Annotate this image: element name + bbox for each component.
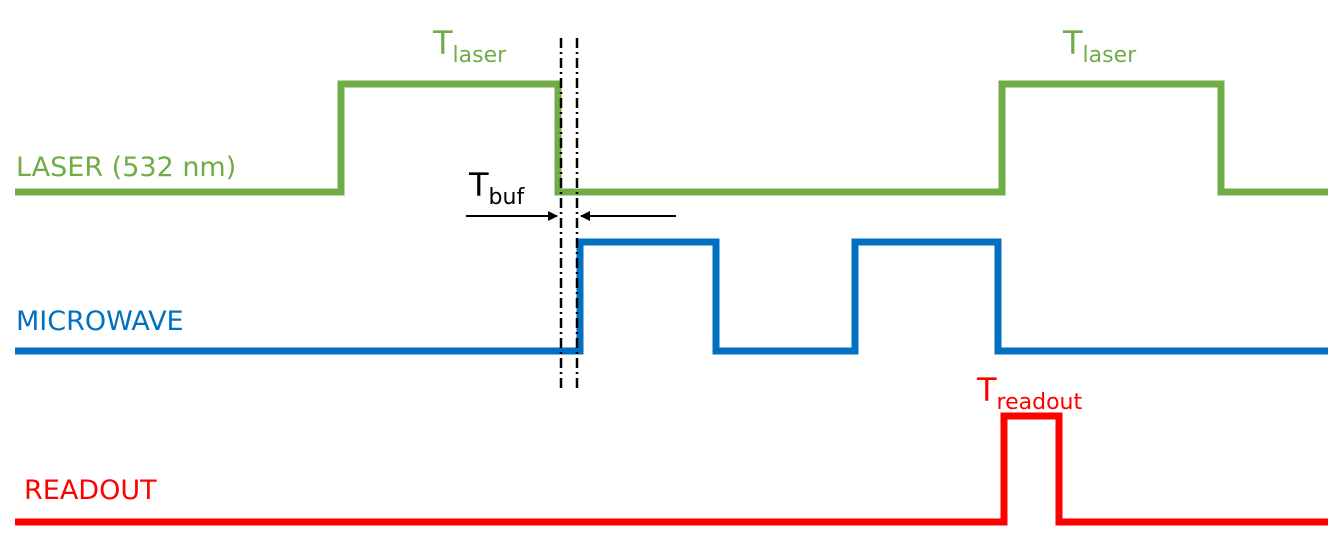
microwave-pulse-line (15, 238, 1328, 355)
t-laser-subscript: laser (1082, 43, 1137, 68)
readout-pulse-line (15, 412, 1328, 526)
t-laser-symbol: T (433, 24, 453, 62)
t-buf-subscript: buf (488, 185, 525, 210)
t-laser-annotation-second: Tlaser (1063, 24, 1136, 67)
laser-signal-label: LASER (532 nm) (16, 152, 237, 183)
t-buf-symbol: T (469, 166, 489, 204)
readout-signal-label: READOUT (24, 475, 157, 506)
microwave-signal-label: MICROWAVE (16, 306, 184, 337)
laser-pulse-line (15, 80, 1328, 196)
t-laser-subscript: laser (452, 43, 507, 68)
t-readout-symbol: T (977, 371, 997, 409)
t-laser-annotation-first: Tlaser (433, 24, 506, 67)
t-readout-annotation: Treadout (977, 371, 1082, 414)
t-laser-symbol: T (1063, 24, 1083, 62)
t-buf-annotation: Tbuf (469, 166, 524, 209)
t-readout-subscript: readout (996, 390, 1083, 415)
